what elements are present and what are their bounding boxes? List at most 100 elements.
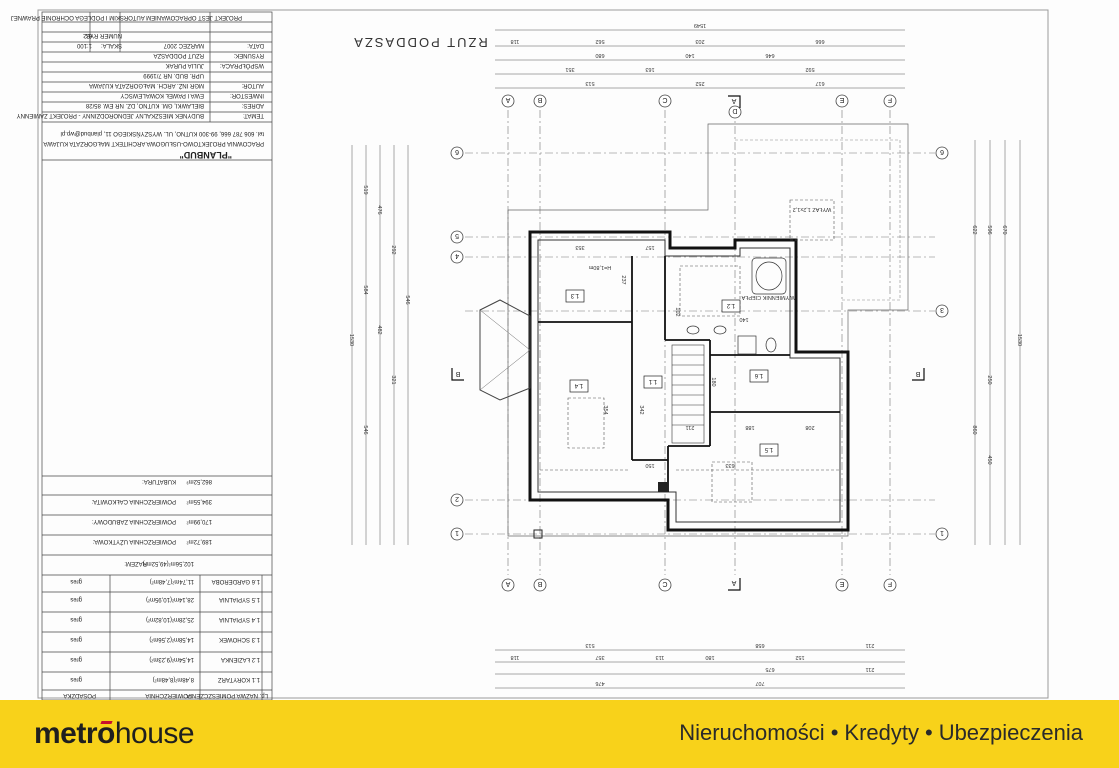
razem-label: RAZEM: xyxy=(124,560,147,566)
dimension-label: 546 xyxy=(404,295,410,304)
dimension-label: 675 xyxy=(765,666,774,672)
plan-note: WYMIENNIK CIEPŁA xyxy=(741,294,794,300)
dimension-label: 592 xyxy=(805,66,814,72)
dimension-label: 1530 xyxy=(348,334,354,346)
room-floor: gres xyxy=(70,656,82,662)
inner-dimension: 208 xyxy=(805,424,814,430)
pow-uz-label: POWIERZCHNIA UŻYTKOWA: xyxy=(92,538,176,545)
room-floor: gres xyxy=(70,616,82,622)
dimension-label: 140 xyxy=(685,52,694,58)
inner-dimension: 188 xyxy=(745,424,754,430)
room-tag: 1.4 xyxy=(574,382,583,388)
metrohouse-logo[interactable]: metrohouse xyxy=(34,716,195,752)
dimension-label: 482 xyxy=(376,325,382,334)
wspolpraca-label: WSPÓŁPRACA: xyxy=(220,62,264,69)
axis-grid xyxy=(465,110,935,575)
dimension-label: 476 xyxy=(595,680,604,686)
dimension-label: 860 xyxy=(971,425,977,434)
axis-label: E xyxy=(839,580,844,587)
inner-dimension: 211 xyxy=(686,424,695,430)
dimension-label: 707 xyxy=(755,680,764,686)
nr-label: NUMER RYS.: xyxy=(82,32,122,38)
room-area: 8,48m²(8,48m²) xyxy=(153,676,194,682)
dimension-label: 666 xyxy=(815,38,824,44)
dimension-label: 357 xyxy=(595,654,604,660)
dimension-label: 163 xyxy=(645,66,654,72)
dimension-label: 450 xyxy=(986,455,992,464)
plan-title: RZUT PODDASZA xyxy=(352,35,488,50)
inner-dimension: 157 xyxy=(645,244,654,250)
room-floor: gres xyxy=(70,676,82,682)
tagline-separator: • xyxy=(830,720,839,745)
axis-label: 5 xyxy=(455,232,459,239)
footer-banner: metrohouse Nieruchomości•Kredyty•Ubezpie… xyxy=(0,700,1119,768)
tagline-separator: • xyxy=(924,720,933,745)
axis-label: F xyxy=(888,580,892,587)
dimension-label: 562 xyxy=(595,38,604,44)
room-tag: 1.1 xyxy=(648,378,657,384)
dimension-label: 617 xyxy=(815,80,824,86)
room-name: 1.6 GARDEROBA xyxy=(212,578,260,584)
room-tag: 1.5 xyxy=(764,446,773,452)
logo-text-metr: metr xyxy=(34,717,98,750)
dimension-label: 152 xyxy=(795,654,804,660)
axis-label: A xyxy=(505,580,510,587)
dimension-label: 113 xyxy=(656,654,665,660)
inner-dimension: 633 xyxy=(725,462,734,468)
inner-dimension: 342 xyxy=(638,405,644,414)
room-area: 25,28m²(10,82m²) xyxy=(146,616,194,622)
room-area: 11,74m²(7,48m²) xyxy=(150,578,194,584)
axis-label: 1 xyxy=(940,529,944,536)
dimension-label: 546 xyxy=(362,425,368,434)
dimension-label: 670 xyxy=(1001,225,1007,234)
razem-value: 102,56m²(49,52m²) xyxy=(143,560,194,566)
table-header-name: NAZWA POMIESZCZENIA xyxy=(186,692,258,698)
data-label: DATA: xyxy=(247,42,264,48)
autor-label: AUTOR: xyxy=(241,82,264,88)
axis-label: B xyxy=(537,96,542,103)
floor-plan-drawing: Lp. NAZWA POMIESZCZENIA POWIERZCHNIA POS… xyxy=(11,9,1049,700)
table-header-floor: POSADZKA xyxy=(63,692,96,698)
room-tags: 1.3 1.2 1.1 1.4 1.6 1.5 xyxy=(565,289,779,457)
room-name: 1.5 SYPIALNIA xyxy=(219,596,260,602)
inwestor-value: EWA I PAWEŁ KOWALEWSCY xyxy=(120,92,204,98)
dimension-label: 211 xyxy=(866,642,875,648)
table-header-lp: Lp. xyxy=(259,692,268,698)
axis-label: E xyxy=(839,96,844,103)
inner-dimension: 180 xyxy=(710,377,716,386)
section-mark: B xyxy=(455,370,460,377)
kubatura-label: KUBATURA: xyxy=(142,478,176,484)
rysunek-value: RZUT PODDASZA xyxy=(153,52,204,58)
pow-uz-value: 189,72m² xyxy=(187,538,212,544)
section-mark: B xyxy=(915,370,920,377)
kubatura-value: 862,52m³ xyxy=(187,478,212,484)
wspolpraca-value: JULIA PURAK xyxy=(166,62,204,68)
axis-label: 6 xyxy=(455,148,459,155)
roof-outline xyxy=(507,123,909,537)
table-header-area: POWIERZCHNIA xyxy=(145,692,192,698)
inner-dimension: 102 xyxy=(674,307,680,316)
dimension-label: 118 xyxy=(511,654,520,660)
adres-value: BIELAWKI, GM. KUTNO, DZ. NR EW. 85/28 xyxy=(85,102,204,108)
section-mark: A xyxy=(731,97,736,104)
room-area: 28,14m²(10,95m²) xyxy=(146,596,194,602)
floor-plan-sheet: Lp. NAZWA POMIESZCZENIA POWIERZCHNIA POS… xyxy=(10,9,1049,700)
room-area: 14,54m²(9,23m²) xyxy=(149,656,194,662)
logo-text-house: house xyxy=(114,717,195,750)
room-name: 1.1 KORYTARZ xyxy=(218,676,260,682)
tagline-kredyty: Kredyty xyxy=(844,720,919,745)
dimension-label: 1530 xyxy=(1016,334,1022,346)
axis-label: 4 xyxy=(455,252,459,259)
room-tag: 1.2 xyxy=(726,302,735,308)
data-value: MARZEC 2007 xyxy=(163,42,204,48)
adres-label: ADRES: xyxy=(241,102,264,108)
pow-zab-value: 170,99m² xyxy=(187,518,212,524)
project-header: PROJEKT JEST OPRACOWANIEM AUTORSKIM I PO… xyxy=(11,14,242,20)
axis-label: F xyxy=(888,96,892,103)
dimension-label: 252 xyxy=(695,80,704,86)
exterior-wall xyxy=(528,230,850,532)
dimension-label: 513 xyxy=(585,642,594,648)
nr-value: 6/2 xyxy=(83,32,92,38)
section-mark: A xyxy=(731,579,736,586)
skala-label: SKALA: xyxy=(101,42,122,48)
